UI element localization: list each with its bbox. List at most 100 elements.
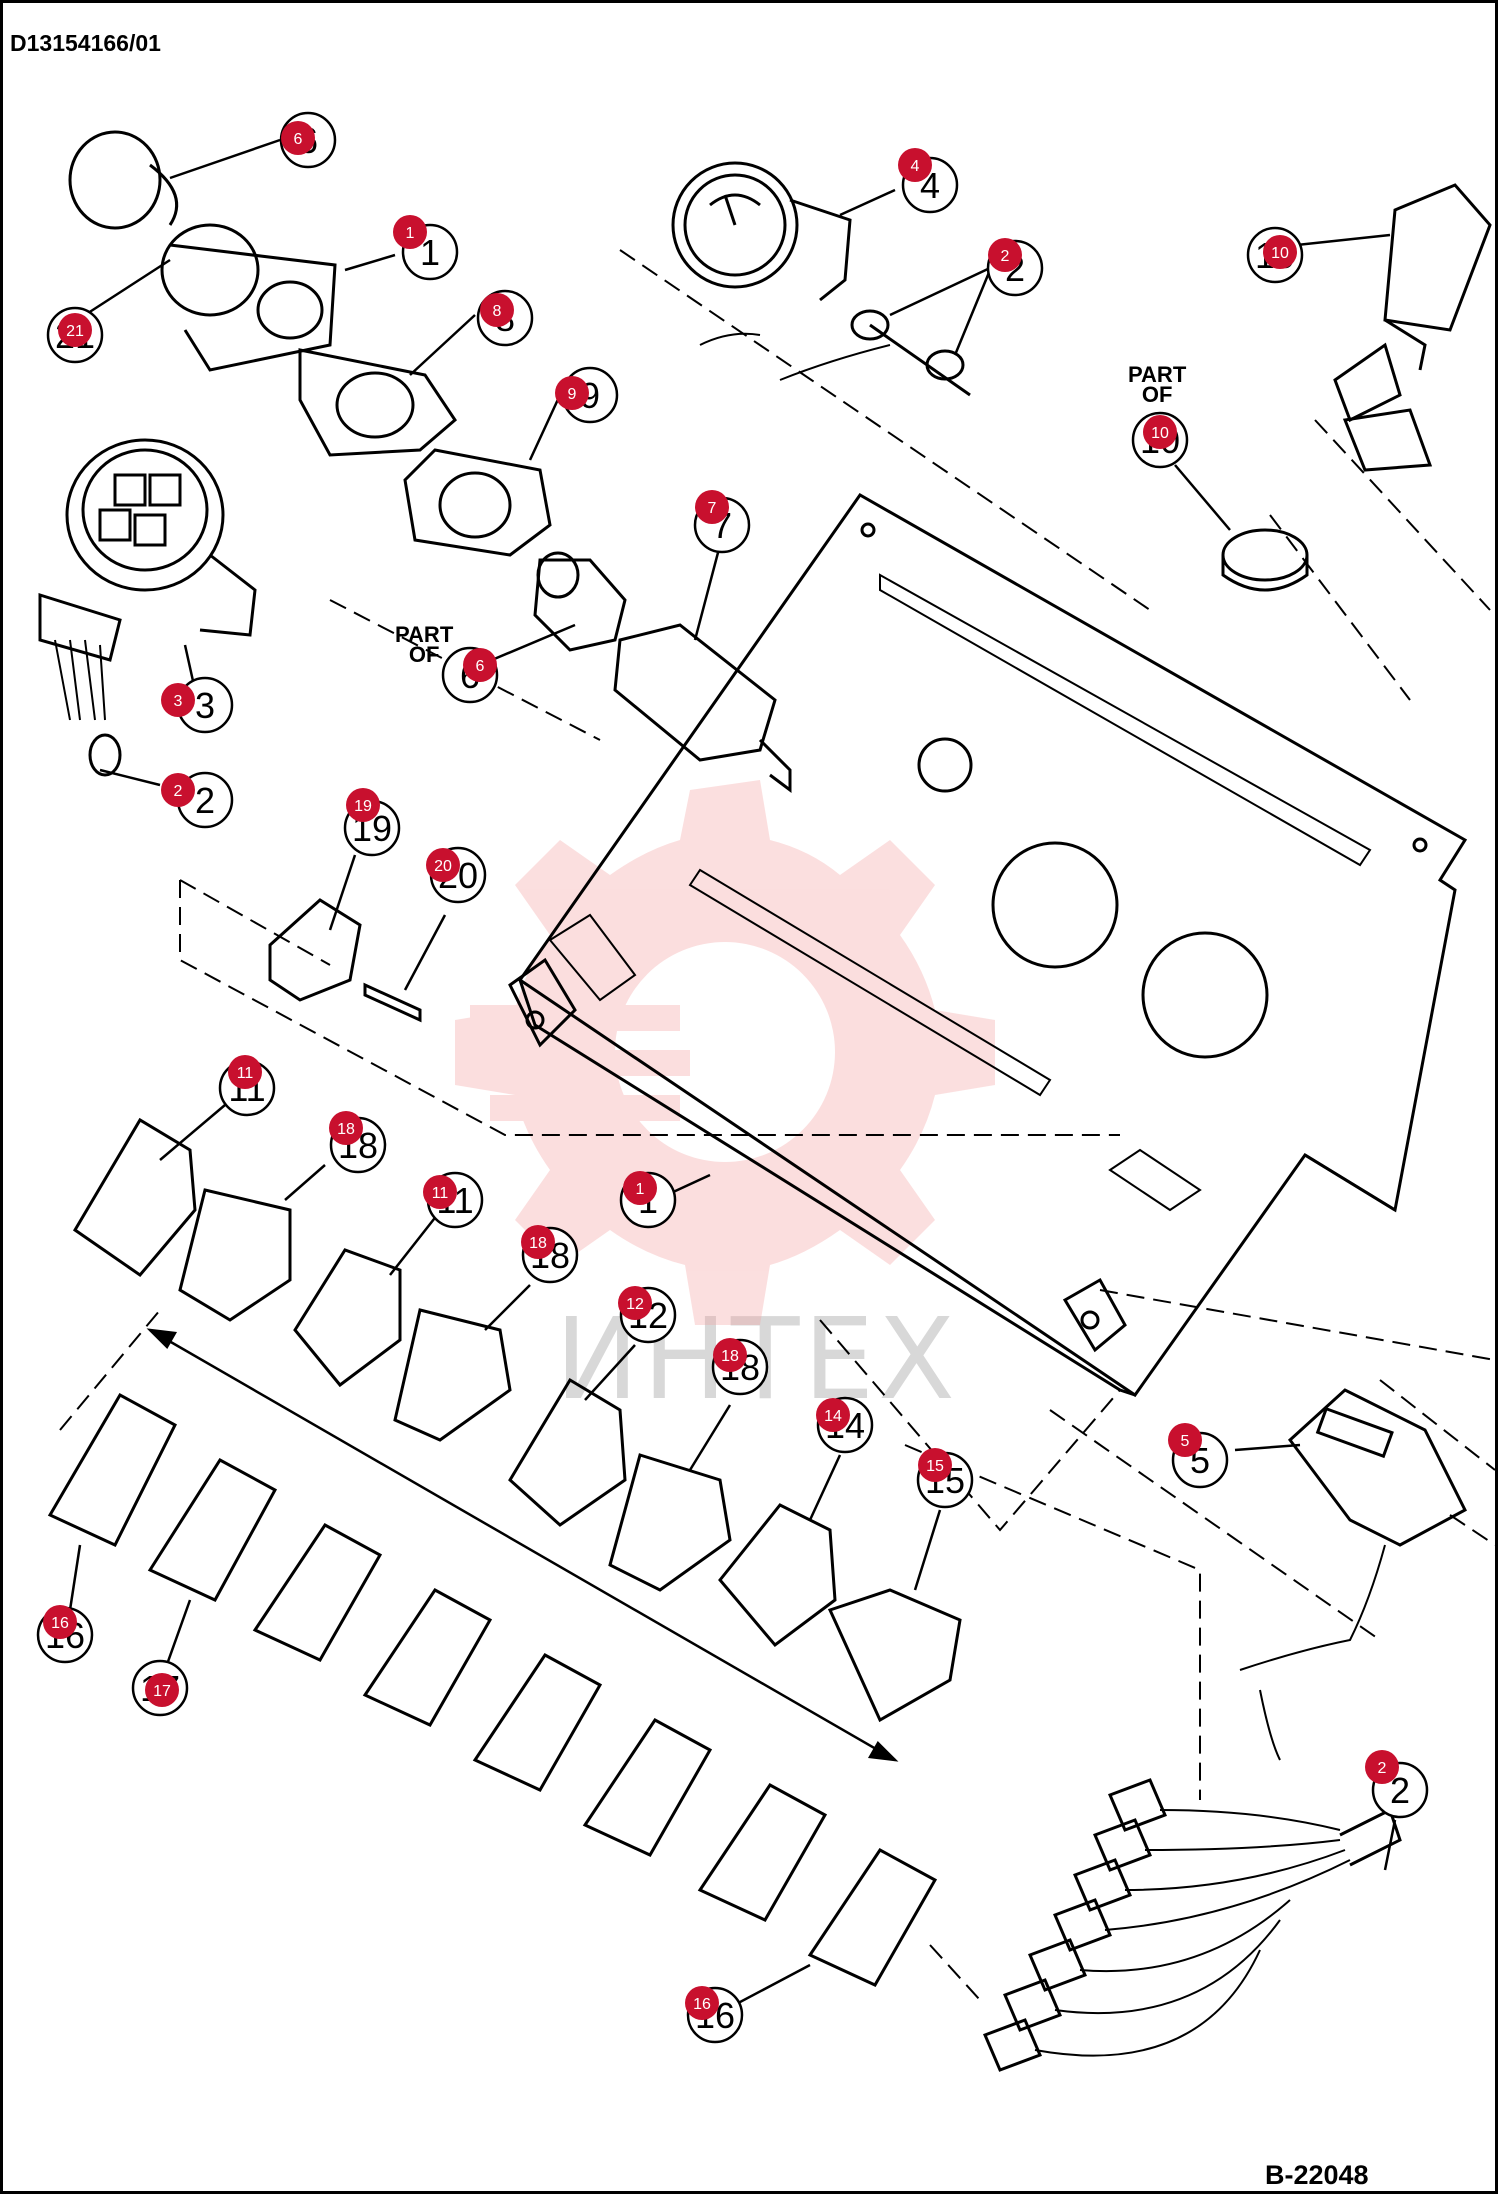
document-id: D13154166/01	[10, 30, 161, 56]
marker-dot[interactable]	[58, 313, 92, 347]
marker-number: 16	[51, 1615, 69, 1632]
marker-number: 17	[153, 1683, 171, 1700]
marker-number: 18	[337, 1121, 355, 1138]
marker-dot[interactable]	[623, 1171, 657, 1205]
marker-dot[interactable]	[423, 1175, 457, 1209]
marker-number: 12	[626, 1296, 644, 1313]
block-and-screw	[268, 898, 422, 1023]
hour-meter-harness	[983, 1388, 1467, 2072]
marker-number: 6	[476, 658, 485, 675]
callout-4: 44	[898, 148, 959, 214]
marker-dot[interactable]	[463, 648, 497, 682]
dashed-assembly-lines	[59, 249, 1496, 2001]
marker-dot[interactable]	[1263, 235, 1297, 269]
callout-1: 11	[619, 1171, 677, 1229]
main-panel-plate	[508, 493, 1468, 1398]
ignition-switch	[1221, 183, 1492, 592]
callout-number: 2	[1390, 1770, 1410, 1811]
marker-dot[interactable]	[918, 1448, 952, 1482]
knob-parts	[68, 130, 627, 652]
marker-number: 1	[406, 225, 415, 242]
marker-dot[interactable]	[988, 238, 1022, 272]
switch-row	[72, 1117, 962, 1723]
frame-row	[47, 1392, 938, 1987]
marker-dot[interactable]	[161, 773, 195, 807]
marker-number: 7	[708, 500, 717, 517]
callout-6: 66	[279, 111, 337, 169]
callout-2: 22	[161, 771, 234, 829]
marker-dot[interactable]	[281, 121, 315, 155]
gauge	[671, 161, 971, 397]
callout-7: 77	[693, 490, 751, 554]
marker-number: 10	[1151, 425, 1169, 442]
callout-number: 3	[195, 685, 215, 726]
marker-dot[interactable]	[1365, 1750, 1399, 1784]
marker-dot[interactable]	[346, 788, 380, 822]
marker-number: 9	[568, 386, 577, 403]
marker-dot[interactable]	[228, 1055, 262, 1089]
callout-number: 2	[195, 780, 215, 821]
marker-dot[interactable]	[393, 215, 427, 249]
marker-dot[interactable]	[426, 848, 460, 882]
callout-2: 22	[986, 238, 1044, 297]
callout-8: 88	[476, 289, 534, 347]
marker-dot[interactable]	[713, 1338, 747, 1372]
switch-unit-7	[613, 623, 792, 793]
marker-number: 21	[66, 323, 84, 340]
marker-dot[interactable]	[521, 1225, 555, 1259]
marker-dot[interactable]	[618, 1286, 652, 1320]
marker-number: 18	[721, 1348, 739, 1365]
marker-dot[interactable]	[145, 1673, 179, 1707]
callout-2: 22	[1365, 1750, 1429, 1819]
marker-number: 14	[824, 1408, 842, 1425]
marker-number: 11	[432, 1185, 449, 1202]
part-of-label-10: PART OF	[1128, 362, 1187, 407]
marker-number: 11	[237, 1065, 254, 1082]
marker-dot[interactable]	[1168, 1423, 1202, 1457]
marker-number: 3	[174, 693, 183, 710]
marker-dot[interactable]	[816, 1398, 850, 1432]
marker-dot[interactable]	[329, 1111, 363, 1145]
callout-9: 99	[555, 366, 619, 424]
callout-17: 1717	[131, 1659, 189, 1717]
dimension-arrow	[146, 1328, 899, 1762]
marker-dot[interactable]	[161, 683, 195, 717]
marker-number: 16	[693, 1996, 711, 2013]
marker-number: 2	[1001, 248, 1010, 265]
marker-number: 15	[926, 1458, 944, 1475]
marker-number: 10	[1271, 245, 1289, 262]
marker-number: 4	[911, 158, 920, 175]
marker-number: 19	[354, 798, 372, 815]
marker-dot[interactable]	[685, 1986, 719, 2020]
marker-dot[interactable]	[555, 376, 589, 410]
callout-14: 1414	[816, 1396, 874, 1454]
marker-number: 5	[1181, 1433, 1190, 1450]
marker-number: 18	[529, 1235, 547, 1252]
marker-number: 2	[1378, 1760, 1387, 1777]
marker-number: 2	[174, 783, 183, 800]
marker-dot[interactable]	[1143, 415, 1177, 449]
callout-1: 11	[393, 215, 459, 281]
callout-number: 1	[420, 232, 440, 273]
marker-number: 20	[434, 858, 452, 875]
figure-id: B-22048	[1265, 2160, 1369, 2190]
marker-dot[interactable]	[480, 293, 514, 327]
marker-dot[interactable]	[898, 148, 932, 182]
callout-3: 33	[161, 676, 234, 734]
marker-dot[interactable]	[43, 1605, 77, 1639]
marker-dot[interactable]	[695, 490, 729, 524]
marker-number: 8	[493, 303, 502, 320]
